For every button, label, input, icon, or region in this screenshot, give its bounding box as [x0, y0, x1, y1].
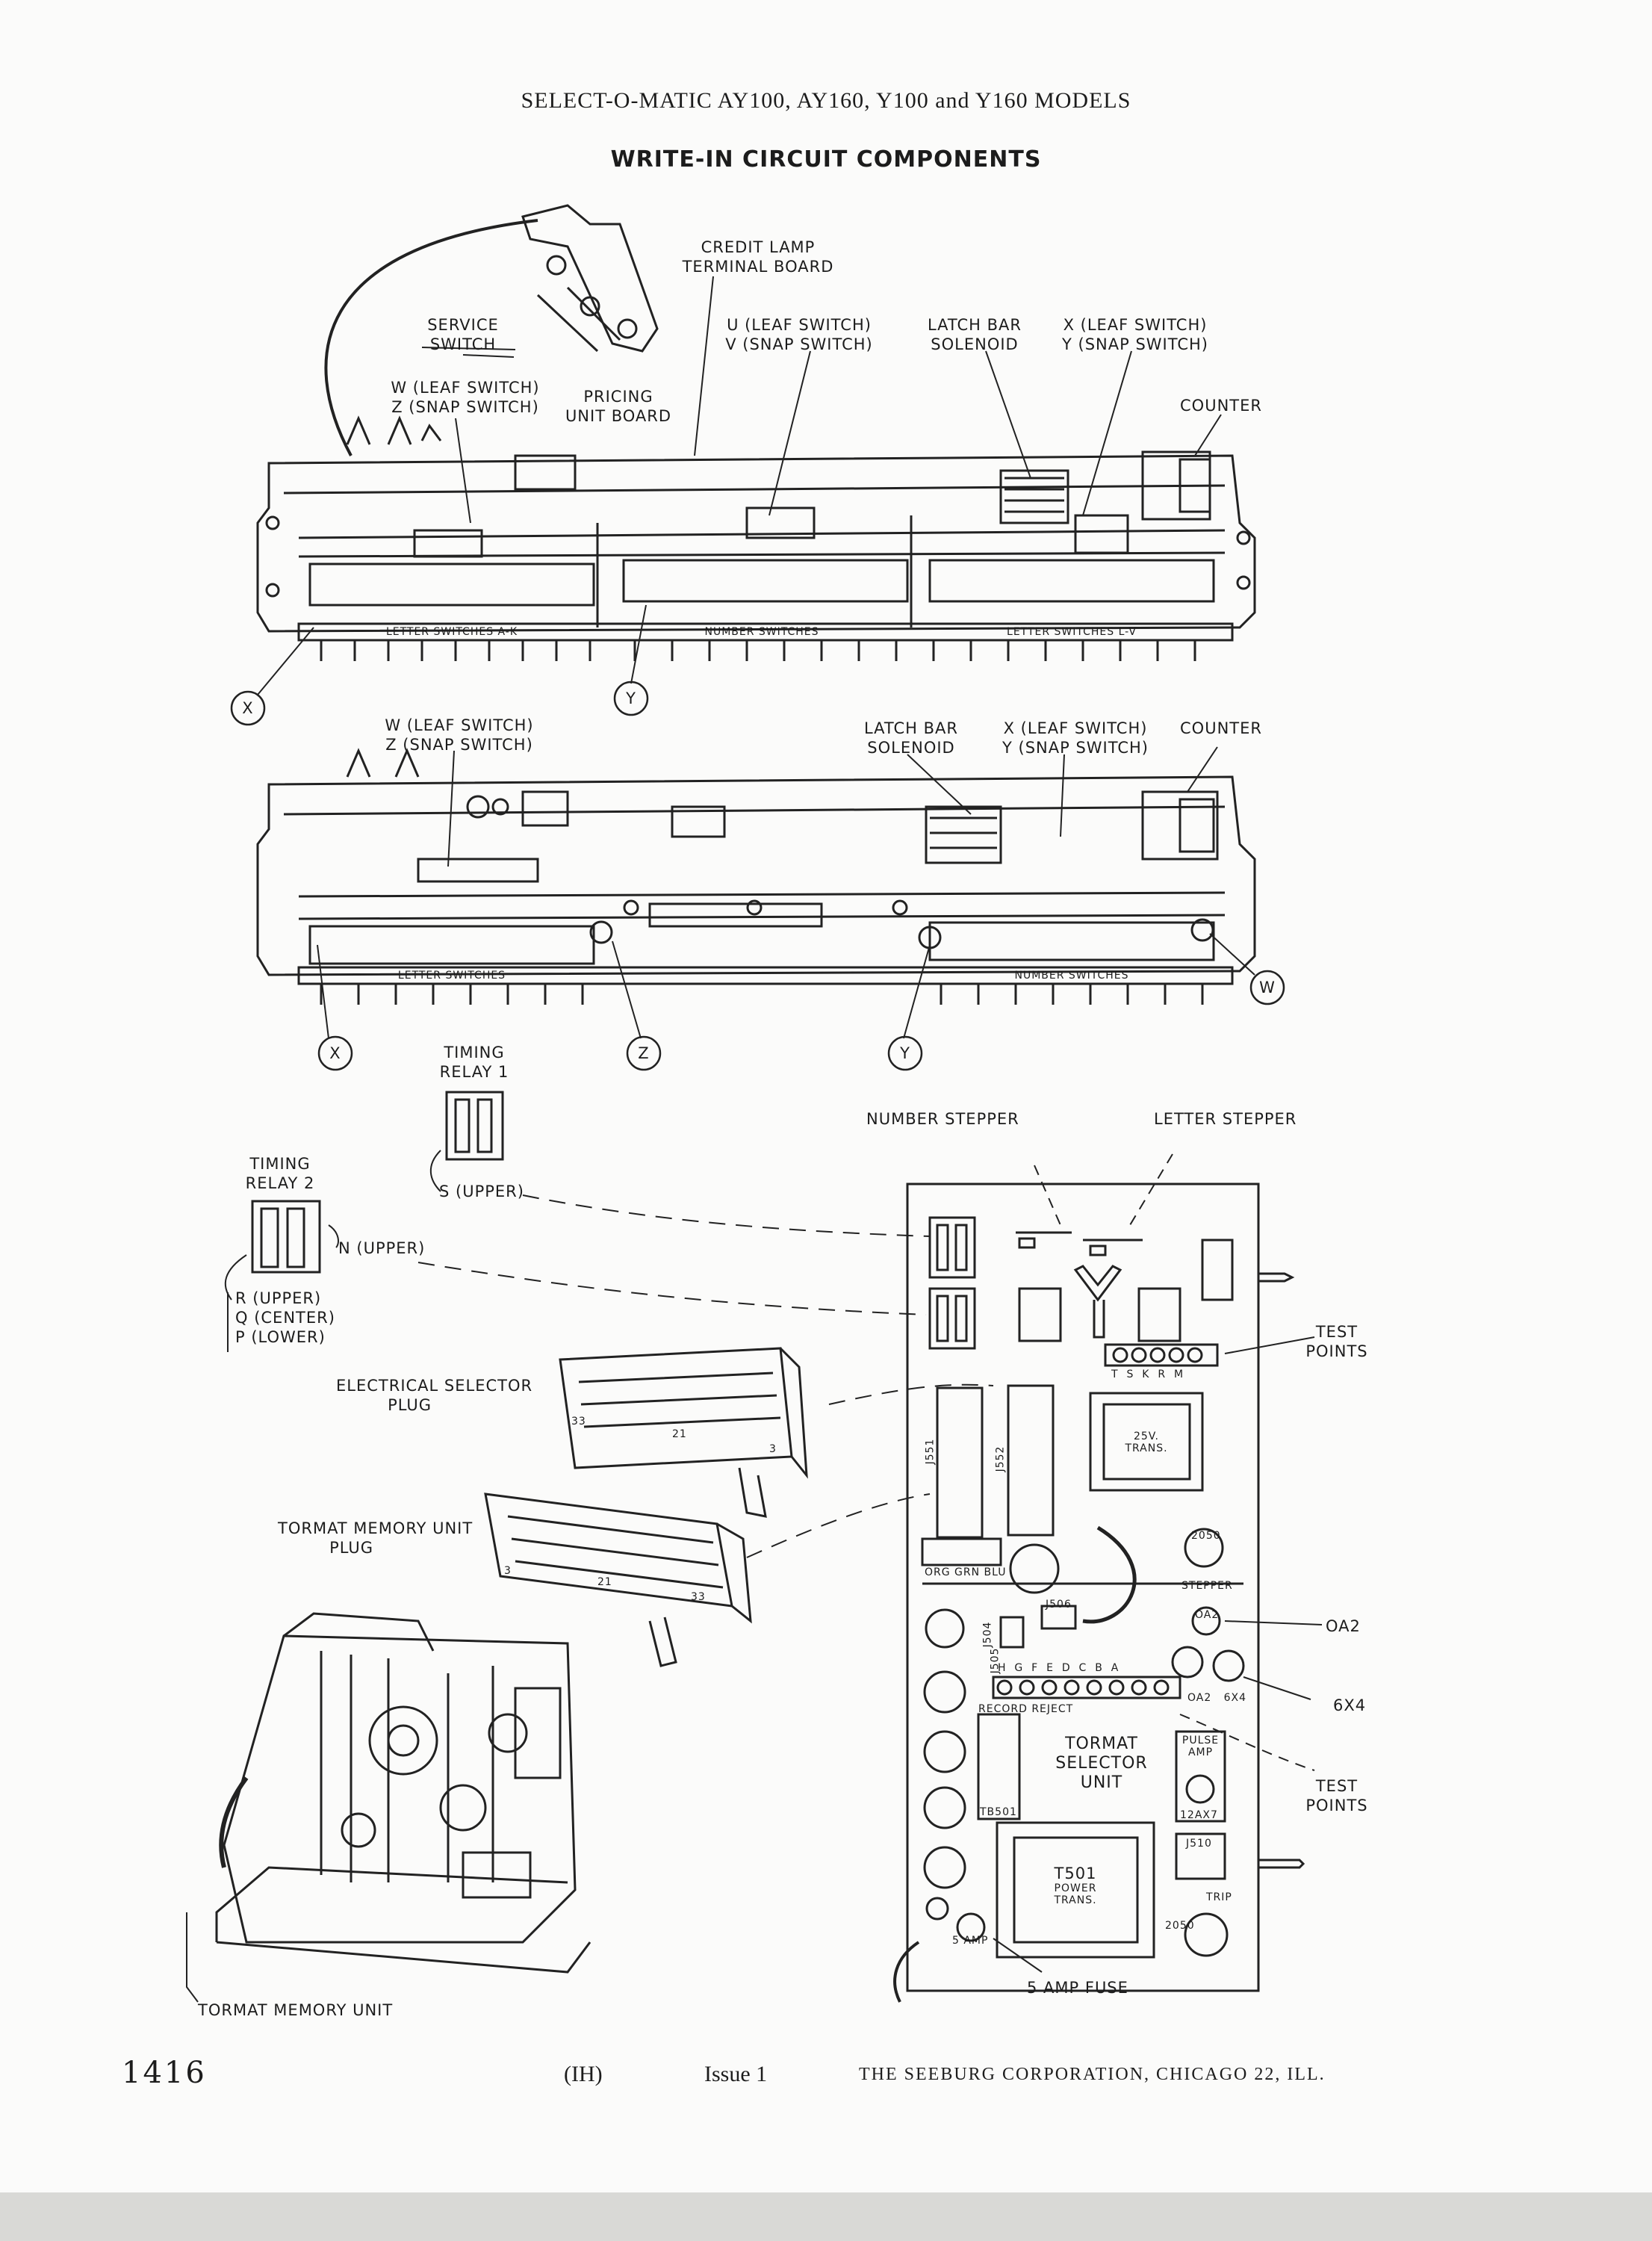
figure3-drawing [186, 1091, 1323, 2003]
page-title: WRITE-IN CIRCUIT COMPONENTS [610, 146, 1042, 173]
board-test-terminals: T S K R M [1111, 1369, 1184, 1380]
board-pulse-amp: PULSE AMP [1181, 1735, 1220, 1758]
board-j551: J551 [924, 1438, 937, 1465]
board-t501: T501 [1054, 1865, 1097, 1882]
board-tb501: TB501 [980, 1806, 1017, 1818]
footer-code: (IH) [564, 2062, 603, 2086]
strip-label: LETTER SWITCHES L-V [1007, 626, 1137, 638]
callout-x: X [329, 1044, 341, 1062]
plug-number: 33 [571, 1416, 586, 1428]
label-uv-switch: U (LEAF SWITCH) V (SNAP SWITCH) [725, 316, 873, 353]
strip-label: LETTER SWITCHES [397, 970, 506, 982]
label-electrical-selector-plug: ELECTRICAL SELECTOR PLUG [336, 1377, 533, 1414]
label-number-stepper: NUMBER STEPPER [866, 1110, 1019, 1128]
label-latch-bar-solenoid: LATCH BAR SOLENOID [863, 719, 958, 757]
board-12ax7: 12AX7 [1180, 1809, 1218, 1821]
label-timing-relay-1: TIMING RELAY 1 [439, 1044, 509, 1081]
label-rqp-contacts: R (UPPER) Q (CENTER) P (LOWER) [235, 1289, 335, 1346]
label-latch-bar-solenoid: LATCH BAR SOLENOID [927, 316, 1022, 353]
label-wz-switch: W (LEAF SWITCH) Z (SNAP SWITCH) [391, 379, 540, 416]
board-j504: J504 [981, 1621, 994, 1648]
label-oa2: OA2 [1326, 1617, 1361, 1635]
callout-y: Y [626, 689, 636, 707]
scan-edge [0, 2192, 1652, 2241]
footer-issue: Issue 1 [704, 2062, 768, 2086]
label-service-switch: SERVICE SWITCH [427, 316, 499, 353]
strip-label: LETTER SWITCHES A-K [385, 626, 518, 638]
label-counter: COUNTER [1180, 397, 1262, 415]
label-counter: COUNTER [1180, 719, 1262, 737]
label-n-upper: N (UPPER) [338, 1239, 426, 1257]
label-tormat-memory-unit: TORMAT MEMORY UNIT [198, 2001, 394, 2019]
page-number: 1416 [122, 2056, 207, 2090]
board-tormat-selector-unit: TORMAT SELECTOR UNIT [1055, 1735, 1148, 1792]
label-tormat-memory-plug: TORMAT MEMORY UNIT PLUG [278, 1519, 473, 1557]
label-pricing-unit-board: PRICING UNIT BOARD [565, 388, 672, 425]
label-wz-switch: W (LEAF SWITCH) Z (SNAP SWITCH) [385, 716, 534, 754]
label-test-points: TEST POINTS [1305, 1777, 1368, 1814]
callout-y: Y [900, 1044, 910, 1062]
plug-number: 3 [504, 1565, 512, 1577]
board-j506: J506 [1046, 1599, 1072, 1611]
plug-number: 33 [691, 1591, 706, 1603]
label-xy-switch: X (LEAF SWITCH) Y (SNAP SWITCH) [1062, 316, 1208, 353]
label-6x4: 6X4 [1333, 1696, 1367, 1714]
board-trip: TRIP [1206, 1891, 1232, 1903]
strip-label: NUMBER SWITCHES [704, 626, 819, 638]
figure1-drawing [256, 204, 1256, 695]
board-j510: J510 [1186, 1838, 1212, 1850]
label-5-amp-fuse: 5 AMP FUSE [1027, 1979, 1128, 1997]
board-2050: 2050 [1191, 1530, 1221, 1542]
board-j552: J552 [994, 1445, 1007, 1472]
strip-label: NUMBER SWITCHES [1014, 970, 1129, 982]
plug-number: 21 [597, 1576, 612, 1588]
label-timing-relay-2: TIMING RELAY 2 [245, 1155, 315, 1192]
plug-number: 21 [672, 1428, 687, 1440]
label-test-points: TEST POINTS [1305, 1323, 1368, 1360]
callout-w: W [1259, 979, 1276, 996]
callout-x: X [242, 699, 254, 717]
board-5-amp: 5 AMP [952, 1935, 989, 1947]
footer-company: THE SEEBURG CORPORATION, CHICAGO 22, ILL… [859, 2065, 1326, 2084]
board-stepper: STEPPER [1181, 1580, 1233, 1592]
board-record-reject: RECORD REJECT [978, 1703, 1074, 1715]
board-oa2-6x4: OA2 6X4 [1187, 1692, 1247, 1704]
board-25v-trans: 25V. TRANS. [1125, 1431, 1168, 1454]
label-credit-lamp-board: CREDIT LAMP TERMINAL BOARD [682, 238, 834, 276]
board-power-trans: POWER TRANS. [1054, 1882, 1097, 1906]
board-terminal-letters: H G F E D C B A [998, 1662, 1120, 1674]
board-2050-trip: 2050 [1165, 1920, 1195, 1932]
label-xy-switch: X (LEAF SWITCH) Y (SNAP SWITCH) [1002, 719, 1149, 757]
callout-z: Z [638, 1044, 650, 1062]
plug-number: 3 [769, 1443, 777, 1455]
figure2-drawing [256, 746, 1256, 1039]
board-org-grn-blu: ORG GRN BLU [925, 1566, 1007, 1578]
label-letter-stepper: LETTER STEPPER [1154, 1110, 1297, 1128]
callout-circles [230, 681, 1285, 1071]
board-oa2: OA2 [1195, 1609, 1220, 1621]
label-s-upper: S (UPPER) [439, 1183, 524, 1200]
document-header: SELECT-O-MATIC AY100, AY160, Y100 and Y1… [521, 88, 1131, 113]
